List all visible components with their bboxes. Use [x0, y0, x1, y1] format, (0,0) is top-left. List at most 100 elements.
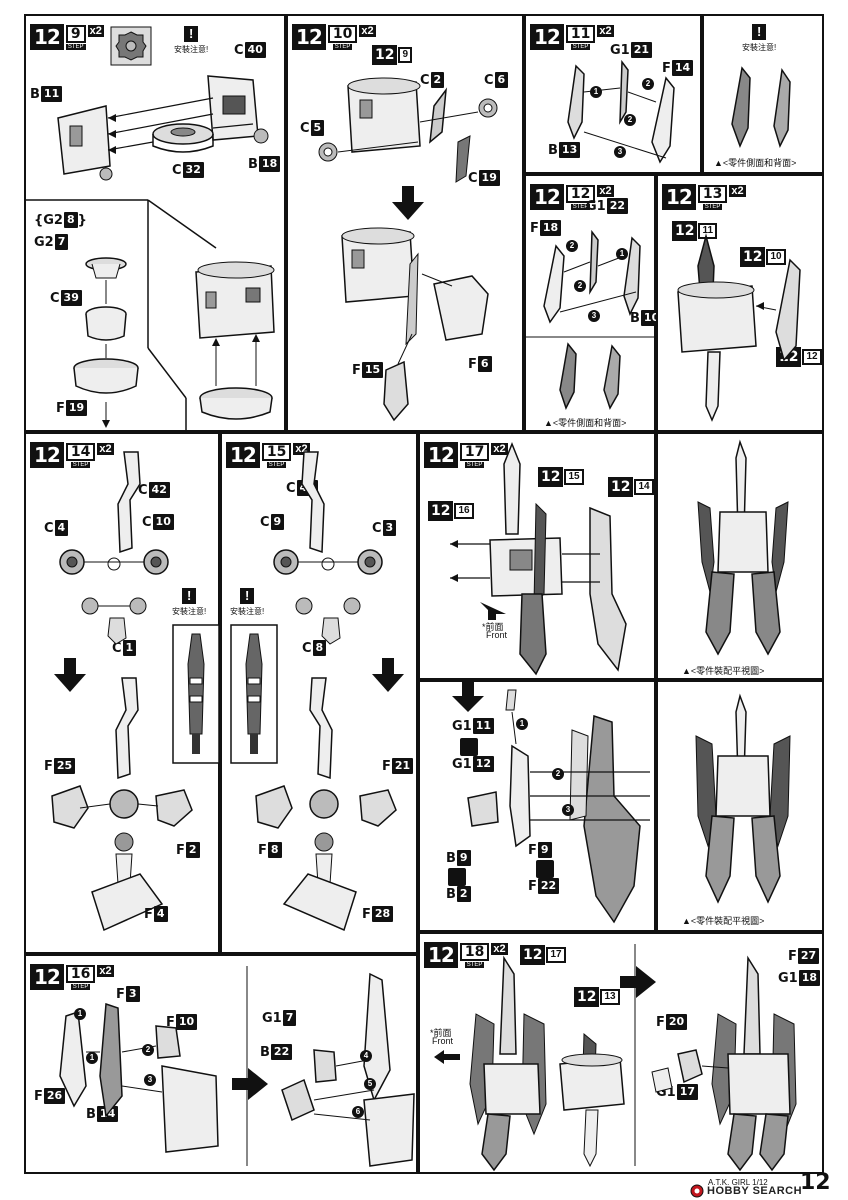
- step-minor: 10: [327, 24, 358, 43]
- step-major: 12: [424, 942, 458, 968]
- step-label: STEP: [464, 461, 485, 468]
- front-label-cn: *前面: [430, 1028, 452, 1038]
- step-major: 12: [30, 442, 64, 468]
- arm-armor-attach-drawing: [281, 972, 415, 1167]
- exclamation-icon: !: [752, 24, 767, 40]
- part-orientation-detail: [172, 624, 220, 764]
- front-label-cn: *前面: [482, 622, 504, 632]
- front-label-en: Front: [486, 630, 508, 640]
- down-arrow-icon: [452, 682, 484, 712]
- torso-base-drawing: [195, 261, 275, 420]
- brand-text: HOBBY SEARCH: [707, 1185, 803, 1197]
- side-back-caption: ▲<零件側面和背面>: [544, 418, 627, 428]
- step-label: STEP: [702, 203, 723, 210]
- step-label: STEP: [570, 203, 591, 210]
- step-number-4: 4: [360, 1050, 372, 1062]
- step-label: STEP: [70, 461, 91, 468]
- down-arrow-icon: [54, 658, 86, 692]
- full-lower-flat-view-drawing: [695, 693, 791, 904]
- panel-flat-view-2: ▲<零件裝配平視圖>: [656, 680, 824, 932]
- right-arrow-icon: [232, 1068, 268, 1100]
- step-major: 12: [530, 184, 564, 210]
- step-multiplier: x2: [87, 25, 104, 37]
- step-major: 12: [30, 24, 64, 50]
- front-direction-arrow-icon: [434, 1050, 460, 1064]
- step-number-1: 1: [590, 86, 602, 98]
- step-number-1: 1: [616, 248, 628, 260]
- sub-divider: [526, 336, 658, 338]
- sub-divider: [26, 199, 217, 434]
- front-direction-arrow-icon: [480, 602, 506, 620]
- step-minor: 18: [459, 942, 490, 961]
- step-minor: 15: [261, 442, 292, 461]
- blade-parts-drawing: [567, 59, 675, 164]
- warning-text: 安裝注意!: [230, 607, 265, 616]
- model-name: A.T.K. GIRL 1/12: [708, 1178, 768, 1187]
- right-arrow-icon: [620, 966, 656, 998]
- step-label: STEP: [266, 461, 287, 468]
- side-back-caption: ▲<零件側面和背面>: [714, 158, 797, 168]
- step-minor: 16: [65, 964, 96, 983]
- hobby-search-logo-icon: [690, 1184, 704, 1198]
- warning-text: 安裝注意!: [174, 45, 209, 54]
- hobby-search-watermark: HOBBY SEARCH: [690, 1184, 802, 1198]
- warning-note: ! 安裝注意!: [172, 588, 206, 617]
- step-minor: 17: [459, 442, 490, 461]
- leg-joint-parts-drawing: [273, 451, 383, 645]
- warning-text: 安裝注意!: [742, 43, 777, 52]
- step-number-3: 3: [588, 310, 600, 322]
- leg-joint-parts-drawing: [59, 451, 169, 645]
- flat-view-caption: ▲<零件裝配平視圖>: [682, 916, 765, 926]
- step-multiplier: x2: [97, 965, 114, 977]
- step-major: 12: [226, 442, 260, 468]
- blade-side-back-drawing: [559, 342, 621, 410]
- step-minor: 9: [65, 24, 86, 43]
